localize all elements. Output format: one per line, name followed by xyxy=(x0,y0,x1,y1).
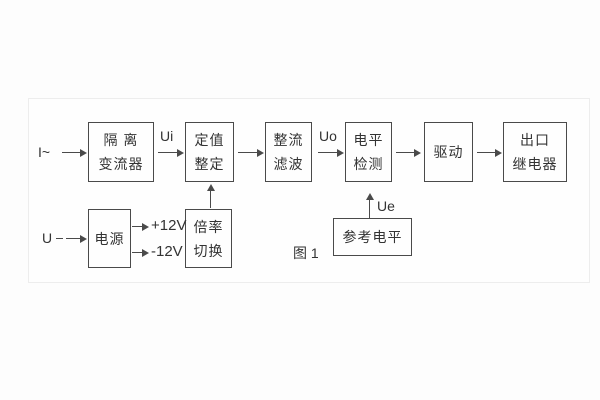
block-label-line: 电源 xyxy=(94,230,125,247)
block-label-line: 出口 xyxy=(520,132,550,148)
block-driver: 驱动 xyxy=(424,122,473,182)
arrow-driver-to-relay xyxy=(477,149,502,157)
block-label-line: 隔 离 xyxy=(103,132,139,148)
arrow-rail-minus12v xyxy=(132,249,149,257)
arrow-ratio-to-setting xyxy=(207,184,215,208)
block-output-relay: 出口 继电器 xyxy=(503,122,567,182)
block-reference-level: 参考电平 xyxy=(333,218,412,256)
block-ratio-switching: 倍率 切换 xyxy=(185,209,232,268)
block-rectifier-filter: 整流 滤波 xyxy=(265,122,312,182)
block-label-line: 电平 xyxy=(353,132,384,148)
block-label-line: 整流 xyxy=(273,132,304,148)
dash-voltage-input xyxy=(56,238,63,239)
label-ui: Ui xyxy=(160,128,174,144)
arrow-setting-to-rectifier xyxy=(238,149,264,157)
arrow-input-to-isolation xyxy=(62,149,87,157)
label-input-voltage: U xyxy=(42,230,53,246)
figure-caption: 图 1 xyxy=(293,245,319,261)
block-label-line: 整定 xyxy=(194,156,225,172)
label-plus-12v: +12V xyxy=(151,217,187,234)
label-input-current: I~ xyxy=(38,144,51,160)
block-label-line: 定值 xyxy=(194,132,225,148)
block-label-line: 倍率 xyxy=(193,218,224,235)
block-label-line: 继电器 xyxy=(512,156,558,172)
block-label-line: 检测 xyxy=(353,156,384,172)
block-power-supply: 电源 xyxy=(88,209,131,268)
block-setting-adjustment: 定值 整定 xyxy=(185,122,234,182)
arrow-voltage-to-power xyxy=(66,235,87,243)
block-label-line: 滤波 xyxy=(273,156,304,172)
arrow-level-to-driver xyxy=(396,149,421,157)
arrow-rail-plus12v xyxy=(132,223,149,231)
block-label-line: 驱动 xyxy=(433,144,464,160)
arrow-reference-to-level xyxy=(366,193,374,218)
block-label-line: 参考电平 xyxy=(342,229,403,245)
block-level-detection: 电平 检测 xyxy=(345,122,392,182)
arrow-rectifier-to-level xyxy=(318,149,344,157)
block-label-line: 切换 xyxy=(193,242,224,259)
block-label-line: 变流器 xyxy=(98,156,144,172)
label-minus-12v: -12V xyxy=(151,243,183,260)
block-isolation-transformer: 隔 离 变流器 xyxy=(88,122,154,182)
label-ue: Ue xyxy=(377,198,395,214)
label-uo: Uo xyxy=(319,128,337,144)
arrow-isolation-to-setting xyxy=(158,149,184,157)
